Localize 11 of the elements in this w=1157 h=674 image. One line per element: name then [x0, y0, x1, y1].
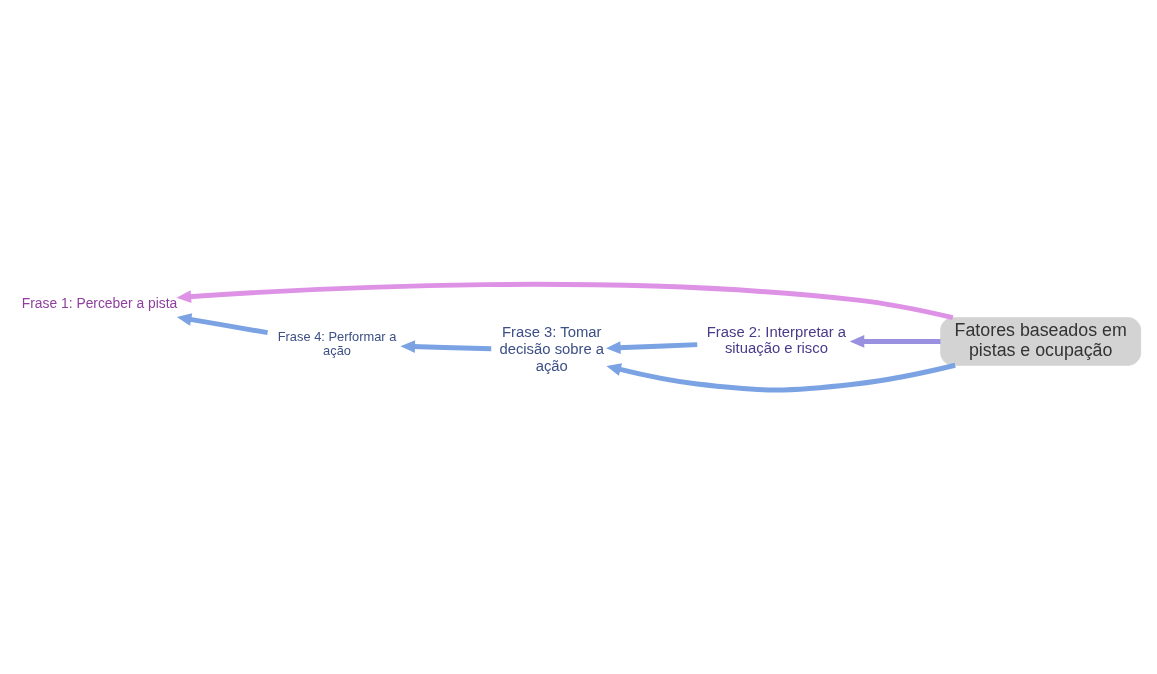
arrow [400, 340, 492, 353]
node-text: Frase 4: Performar a ação [277, 328, 397, 358]
node-text: Frase 2: Interpretar a situação e risco [706, 323, 847, 357]
arrow [606, 341, 698, 355]
node-text: Frase 3: Tomar decisão sobre a ação [499, 324, 605, 374]
arrow [176, 281, 954, 321]
arrow [606, 362, 956, 393]
node-text: Frase 1: Perceber a pista [21, 294, 178, 311]
arrow [176, 313, 268, 336]
node-box: Fatores baseados em pistas e ocupação [940, 317, 1142, 366]
arrow [849, 335, 941, 348]
